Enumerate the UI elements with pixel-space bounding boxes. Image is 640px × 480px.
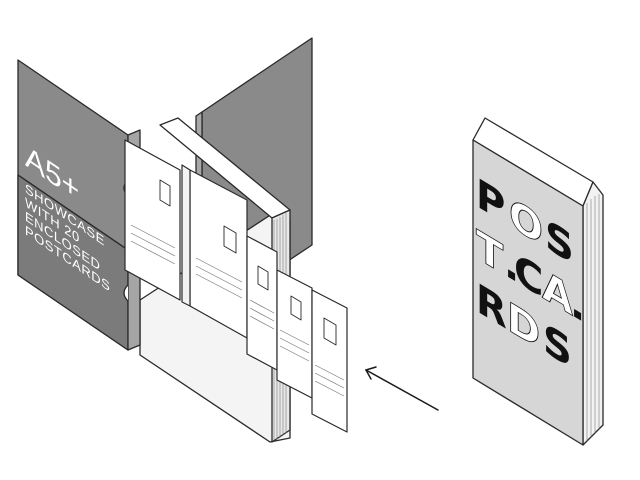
postcard (246, 235, 278, 371)
book-face (472, 139, 584, 446)
book-side (582, 181, 604, 446)
postcard (124, 139, 181, 301)
arrow-up-left-icon (364, 366, 439, 411)
stamp-box-icon (323, 317, 337, 346)
stamp-box-icon (257, 265, 269, 291)
letter: . (504, 238, 519, 293)
book-page-edges (586, 194, 600, 441)
postcard (311, 289, 348, 433)
thumb-notch-bottom (123, 284, 129, 302)
stamp-box-icon (290, 295, 302, 321)
stamp-box-icon (223, 225, 237, 254)
postcard (276, 269, 313, 399)
postcards-book (472, 117, 604, 446)
stamp-box-icon (159, 179, 171, 207)
postcard-fan (124, 139, 348, 433)
letter: . (570, 278, 585, 333)
